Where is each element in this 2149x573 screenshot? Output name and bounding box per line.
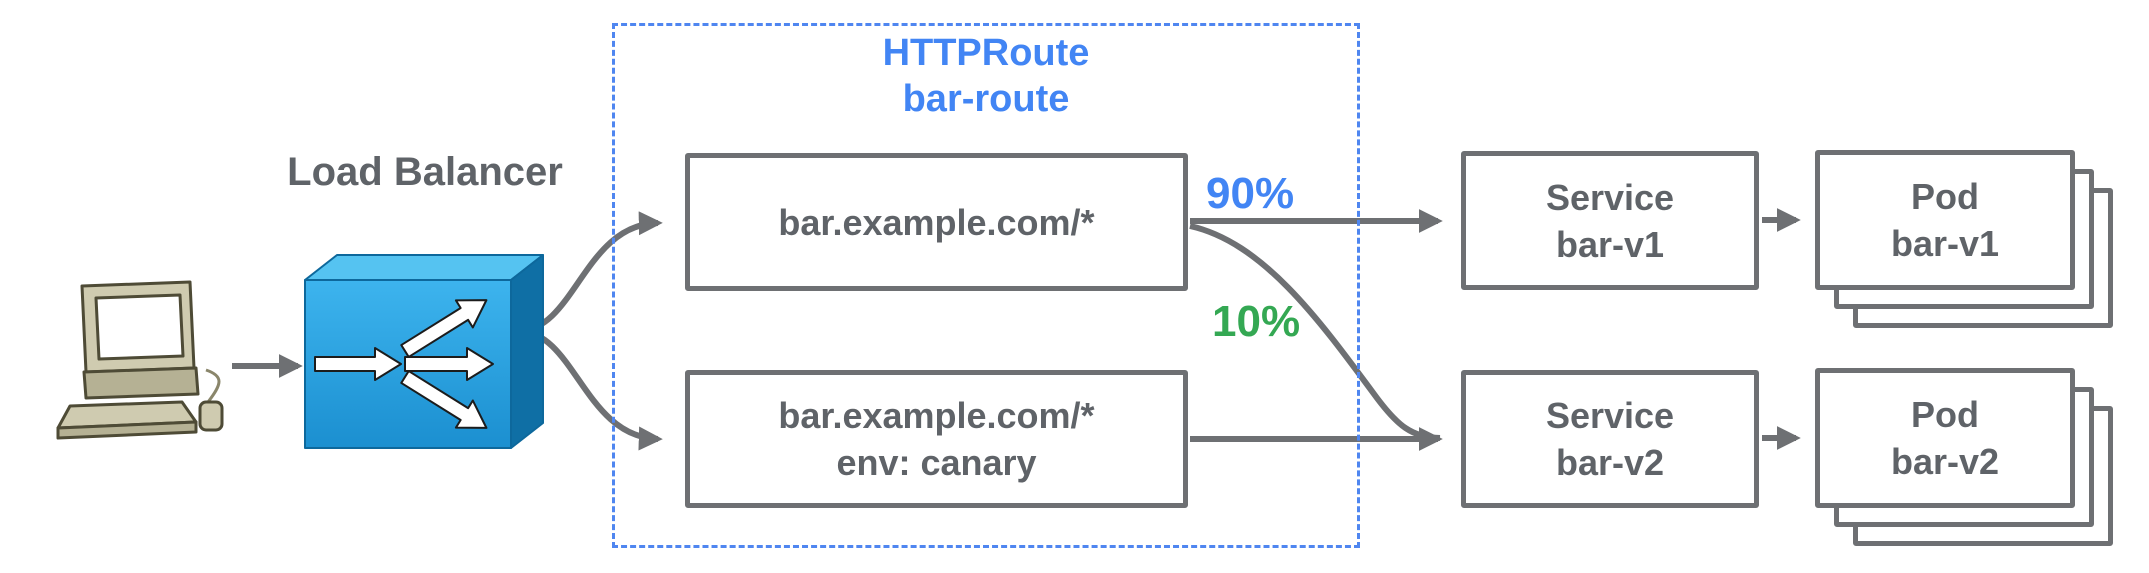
- pod-bar-v1: Pod bar-v1: [1815, 150, 2075, 290]
- load-balancer-label: Load Balancer: [287, 150, 563, 194]
- service-bar-v1: Service bar-v1: [1461, 151, 1759, 290]
- weight-90-label: 90%: [1206, 169, 1295, 218]
- service-bar-v1-name: bar-v1: [1555, 223, 1665, 265]
- client-computer-icon: [56, 280, 224, 440]
- httproute-group: [612, 23, 1360, 548]
- pod-stack-bar-v2: Pod bar-v2: [1815, 368, 2113, 546]
- httproute-kind-label: HTTPRoute: [882, 32, 1090, 74]
- pod-bar-v2-name: bar-v2: [1890, 441, 2000, 482]
- route-rule-primary-host: bar.example.com/*: [778, 201, 1095, 243]
- route-rule-canary: bar.example.com/* env: canary: [685, 370, 1188, 508]
- route-rule-canary-host: bar.example.com/*: [778, 395, 1095, 436]
- edge-rule-primary-to-service-v2-canary: [1189, 223, 1441, 441]
- pod-bar-v1-name: bar-v1: [1890, 223, 2000, 264]
- route-rule-canary-header: env: canary: [836, 442, 1037, 483]
- service-bar-v2: Service bar-v2: [1461, 370, 1759, 508]
- load-balancer-icon: [304, 254, 544, 449]
- route-rule-primary: bar.example.com/*: [685, 153, 1188, 291]
- httproute-name-label: bar-route: [902, 78, 1070, 120]
- service-bar-v2-kind: Service: [1545, 395, 1675, 436]
- service-bar-v2-name: bar-v2: [1555, 442, 1665, 483]
- service-bar-v1-kind: Service: [1545, 176, 1675, 218]
- pod-bar-v2: Pod bar-v2: [1815, 368, 2075, 508]
- weight-10-label: 10%: [1212, 297, 1301, 346]
- pod-bar-v2-kind: Pod: [1911, 394, 1979, 435]
- pod-bar-v1-kind: Pod: [1911, 176, 1979, 217]
- httproute-title: HTTPRoute bar-route: [612, 30, 1360, 122]
- pod-stack-bar-v1: Pod bar-v1: [1815, 150, 2113, 328]
